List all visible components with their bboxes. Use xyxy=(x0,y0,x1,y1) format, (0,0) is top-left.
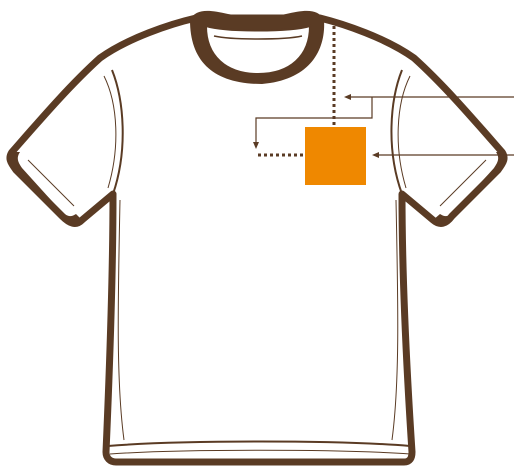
tshirt-icon xyxy=(10,11,504,462)
tshirt-body xyxy=(10,18,504,462)
print-area xyxy=(305,127,366,185)
